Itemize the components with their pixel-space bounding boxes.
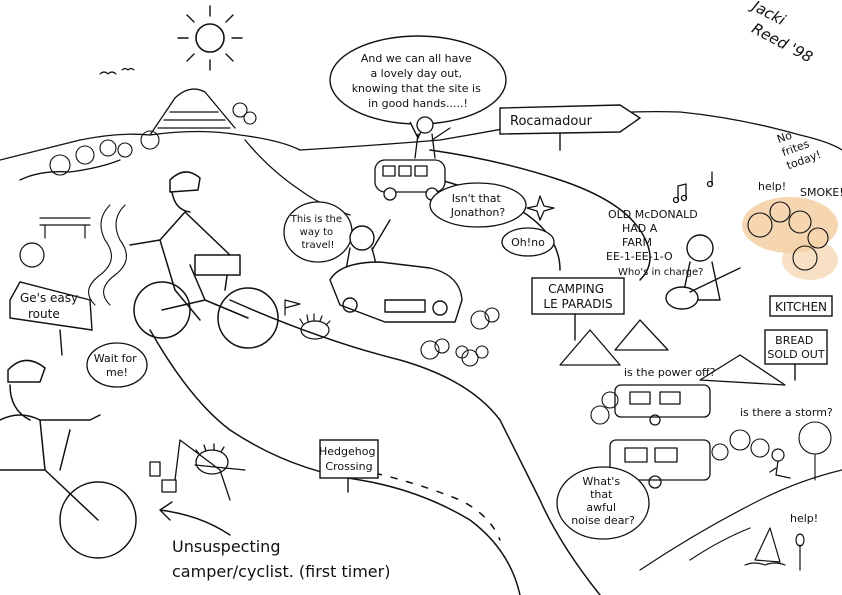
sun-icon	[177, 5, 243, 71]
person-sitting	[769, 448, 791, 479]
sign-rocamadour: Rocamadour	[499, 104, 642, 151]
sign-hedgehog-line1: Hedgehog	[319, 445, 375, 458]
sign-camping: CAMPING LE PARADIS	[531, 277, 625, 341]
guitarist	[665, 234, 741, 310]
speech-bubble-jonathon: Isn't that Jonathon?	[429, 182, 527, 228]
svg-text:BREAD SOLD OUT: BREAD SOLD OUT	[767, 334, 824, 361]
bubble-wait-line2: me!	[106, 366, 128, 379]
bubble-way-line3: travel!	[301, 240, 334, 251]
svg-text:Jacki Reed '98: Jacki Reed '98	[737, 0, 825, 66]
music-notes-icon	[672, 171, 714, 204]
svg-text:What's that awful: What's that awful noise dear?	[571, 475, 635, 527]
trees-left	[49, 102, 257, 176]
speech-bubble-oh-no: Oh!no	[501, 227, 555, 257]
caption-unsuspecting: Unsuspecting camper/cyclist. (first time…	[172, 537, 390, 581]
riverbank	[639, 469, 842, 571]
sign-hedgehog-line2: Crossing	[325, 460, 372, 473]
deckchair-hedgehog	[149, 439, 246, 501]
trees-right	[590, 391, 832, 481]
caption-old-mcdonald: OLD McDONALD HAD A FARM EE-1-EE-1-O	[606, 208, 701, 263]
sign-kitchen-text: KITCHEN	[775, 300, 827, 314]
bubble-jonathon-line2: Jonathon?	[450, 206, 506, 219]
sign-bread-sold-out: BREAD SOLD OUT	[764, 329, 828, 381]
svg-text:And we can all have a lo: And we can all have a lovely day out, kn…	[352, 52, 485, 110]
speech-bubble-wait-for-me: Wait for me!	[86, 342, 148, 388]
bubble-day-out-line1: And we can all have	[361, 52, 472, 65]
hedgehog-small	[284, 299, 331, 340]
sign-bread-line2: SOLD OUT	[767, 348, 824, 361]
bench-icon	[39, 217, 91, 239]
caption-power-off: is the power off?	[624, 366, 716, 379]
bubble-noise-line3: awful	[586, 501, 616, 514]
caption-no-frites: No frites today!	[775, 122, 823, 173]
signature-line2: Reed '98	[749, 19, 816, 66]
bubble-jonathon-line1: Isn't that	[452, 192, 502, 205]
wheel-icon	[19, 242, 45, 268]
svg-text:This is the way to: This is the way to travel!	[290, 214, 345, 251]
speech-bubble-way-to-travel: This is the way to travel!	[283, 201, 353, 263]
bubble-wait-line1: Wait for	[94, 352, 137, 365]
sign-easy-route-line2: route	[28, 307, 60, 321]
sign-kitchen: KITCHEN	[769, 295, 833, 317]
svg-text:Wait for me!: Wait for me!	[94, 352, 140, 379]
birds-icon	[99, 67, 135, 75]
arrow-icon	[159, 501, 231, 536]
caption-unsuspecting-line2: camper/cyclist. (first timer)	[172, 562, 390, 581]
caption-help-smoke: help!	[758, 180, 786, 193]
sparkle-icon	[526, 195, 555, 221]
sports-car	[329, 219, 463, 323]
tents	[559, 319, 786, 386]
svg-text:Ge's easy route: Ge's easy route	[20, 291, 82, 321]
caption-smoke: SMOKE!	[800, 186, 842, 199]
bubble-noise-line4: noise dear?	[571, 514, 635, 527]
smoke-cloud	[742, 197, 838, 280]
old-mcdonald-line3: FARM	[622, 236, 652, 249]
cyclist-main	[129, 171, 279, 349]
bubble-way-line1: This is the	[290, 214, 342, 225]
bubble-day-out-line4: in good hands.....!	[368, 97, 468, 110]
caption-whos-in-charge: Who's in charge?	[618, 267, 703, 278]
old-mcdonald-line4: EE-1-EE-1-O	[606, 250, 673, 263]
dust-clouds	[420, 307, 500, 367]
cyclist-first-timer	[0, 359, 137, 559]
artist-signature: Jacki Reed '98	[737, 0, 825, 66]
caption-storm: is there a storm?	[740, 406, 833, 419]
no-frites-line1: No	[775, 129, 794, 146]
bubble-day-out-line2: a lovely day out,	[370, 67, 462, 80]
caption-unsuspecting-line1: Unsuspecting	[172, 537, 280, 556]
camper-van	[374, 116, 451, 201]
sign-rocamadour-text: Rocamadour	[510, 114, 593, 129]
sign-easy-route: Ge's easy route	[9, 281, 93, 356]
bubble-way-line2: way to	[300, 227, 333, 238]
bubble-noise-line2: that	[590, 488, 613, 501]
caption-help-water: help!	[790, 512, 818, 525]
sign-hedgehog-crossing: Hedgehog Crossing	[319, 439, 379, 493]
bubble-day-out-line3: knowing that the site is	[352, 82, 481, 95]
svg-text:Isn't that Jonathon?: Isn't that Jonathon?	[450, 192, 506, 219]
bubble-noise-line1: What's	[582, 475, 620, 488]
sign-easy-route-line1: Ge's easy	[20, 291, 78, 305]
speech-bubble-awful-noise: What's that awful noise dear?	[556, 466, 650, 540]
bubble-oh-no-text: Oh!no	[511, 236, 545, 249]
winding-path	[88, 204, 127, 306]
old-mcdonald-line2: HAD A	[622, 222, 658, 235]
svg-text:CAMPING LE PARADIS: CAMPING LE PARADIS	[543, 282, 612, 311]
old-mcdonald-line1: OLD McDONALD	[608, 208, 698, 221]
caravans	[609, 384, 711, 489]
sign-camping-line1: CAMPING	[548, 282, 604, 296]
svg-text:Hedgehog Crossing: Hedgehog Crossing	[319, 445, 379, 473]
sign-camping-line2: LE PARADIS	[543, 297, 612, 311]
sign-bread-line1: BREAD	[775, 334, 813, 347]
